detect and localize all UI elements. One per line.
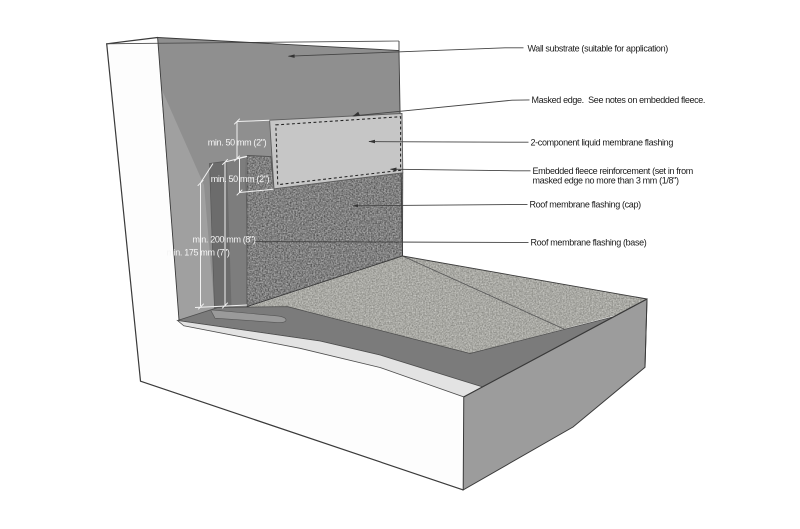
svg-text:Roof membrane flashing (cap): Roof membrane flashing (cap) xyxy=(530,199,642,209)
svg-text:Embedded fleece reinforcement: Embedded fleece reinforcement (set in fr… xyxy=(533,166,693,176)
svg-text:masked edge no more than 3 mm: masked edge no more than 3 mm (1/8") xyxy=(533,176,680,186)
svg-text:Roof membrane flashing (base): Roof membrane flashing (base) xyxy=(531,238,647,248)
svg-text:min. 50 mm (2"): min. 50 mm (2") xyxy=(208,138,267,148)
svg-text:min. 200 mm (8"): min. 200 mm (8") xyxy=(192,235,255,245)
svg-text:Wall substrate (suitable for a: Wall substrate (suitable for application… xyxy=(528,43,669,53)
svg-text:2-component liquid membrane fl: 2-component liquid membrane flashing xyxy=(531,137,674,147)
svg-text:min. 175 mm (7"): min. 175 mm (7") xyxy=(166,248,229,258)
svg-text:Masked edge. See notes on emb: Masked edge. See notes on embedded fleec… xyxy=(532,95,706,105)
svg-text:min. 50 mm (2"): min. 50 mm (2") xyxy=(211,174,270,184)
